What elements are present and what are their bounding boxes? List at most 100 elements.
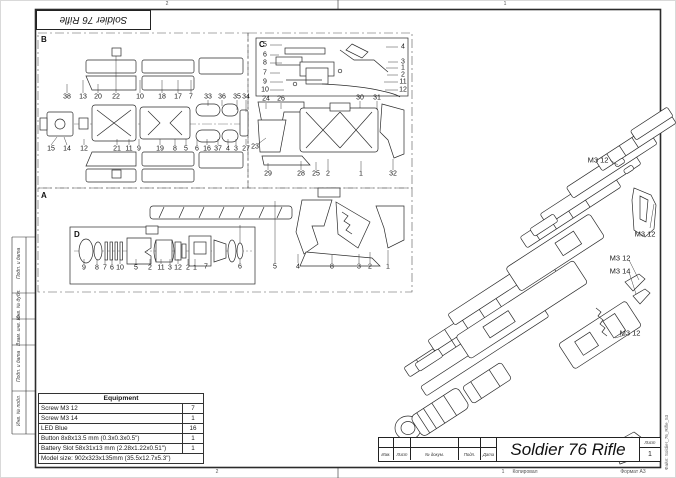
part-number: 2 xyxy=(368,263,372,271)
view-label-c: C xyxy=(259,40,265,49)
zone-mark: 2 xyxy=(215,469,219,475)
part-number: 13 xyxy=(79,93,87,101)
part-number: 3 xyxy=(401,58,405,66)
screw-size-label: M3 12 xyxy=(619,328,641,338)
drawing-title: Soldier 76 Rifle xyxy=(510,439,626,459)
part-number: 1 xyxy=(193,264,197,272)
part-number: 3 xyxy=(357,263,361,271)
view-label-b: B xyxy=(41,35,47,44)
part-number: 1 xyxy=(359,170,363,178)
col-docnum: № докум. xyxy=(411,448,459,460)
part-number: 7 xyxy=(263,69,267,77)
part-number: 28 xyxy=(297,170,305,178)
zone-mark: 2 xyxy=(165,1,169,7)
part-number: 3 xyxy=(234,145,238,153)
model-size-note: Model size: 902x323x135mm (35.5x12.7x5.3… xyxy=(38,453,204,464)
part-number: 9 xyxy=(137,145,141,153)
equipment-table-header: Equipment xyxy=(38,393,204,404)
revision-grid: Изм. Лист № докум. Подп. Дата xyxy=(379,438,497,461)
screw-size-label: M3 12 xyxy=(609,253,631,263)
part-number: 8 xyxy=(330,263,334,271)
view-label-a: A xyxy=(41,191,47,200)
file-name-label: Файл: Soldier_76_Rifle_53 xyxy=(664,414,669,470)
sheet-frame xyxy=(34,8,662,469)
format-note: Формат А3 xyxy=(620,469,646,475)
part-number: 4 xyxy=(296,263,300,271)
part-number: 19 xyxy=(156,145,164,153)
part-number: 26 xyxy=(277,95,285,103)
part-number: 2 xyxy=(326,170,330,178)
title-block: Изм. Лист № докум. Подп. Дата Soldier 76… xyxy=(378,437,661,462)
view-c-detail-box xyxy=(255,37,409,97)
part-number: 5 xyxy=(273,263,277,271)
part-number: 18 xyxy=(158,93,166,101)
col-date: Дата xyxy=(482,451,495,457)
part-number: 6 xyxy=(238,263,242,271)
zone-mark: 1 xyxy=(501,469,505,475)
part-number: 23 xyxy=(251,143,259,151)
table-row: Battery Slot 58x31x13 mm (2.28x1.22x0.51… xyxy=(38,443,204,454)
screw-size-label: M3 14 xyxy=(609,266,631,276)
part-number: 8 xyxy=(173,145,177,153)
part-number: 9 xyxy=(82,264,86,272)
view-label-d: D xyxy=(74,230,80,239)
col-list: Лист xyxy=(394,448,411,460)
part-number: 37 xyxy=(214,145,222,153)
sheet-word: Лист xyxy=(640,438,660,448)
view-c-box xyxy=(247,32,413,189)
part-number: 31 xyxy=(373,94,381,102)
iso-exploded-view xyxy=(394,107,676,465)
part-number: 12 xyxy=(174,264,182,272)
part-number: 10 xyxy=(136,93,144,101)
part-number: 30 xyxy=(356,94,364,102)
part-number: 14 xyxy=(63,145,71,153)
part-number: 2 xyxy=(401,71,405,79)
margin-label-sign-date-2: Подп. и дата xyxy=(16,350,22,382)
part-number: 1 xyxy=(401,64,405,72)
table-row: Model size: 902x323x135mm (35.5x12.7x5.3… xyxy=(38,453,204,464)
part-number: 12 xyxy=(399,86,407,94)
part-number: 3 xyxy=(168,264,172,272)
view-b-box xyxy=(37,32,249,189)
table-row: Button 8x8x13.5 mm (0.3x0.3x0.5")1 xyxy=(38,433,204,444)
part-number: 2 xyxy=(148,264,152,272)
part-number: 25 xyxy=(312,170,320,178)
copied-note: Копировал xyxy=(512,469,538,475)
top-title-stamp: Soldier 76 Rifle xyxy=(36,10,151,30)
part-number: 35 xyxy=(233,93,241,101)
part-number: 4 xyxy=(401,43,405,51)
part-number: 4 xyxy=(226,145,230,153)
screw-size-label: M3 12 xyxy=(634,229,656,239)
part-number: 1 xyxy=(386,263,390,271)
sheet-number-box: Лист 1 xyxy=(639,438,660,461)
part-number: 7 xyxy=(103,264,107,272)
part-number: 7 xyxy=(204,263,208,271)
part-number: 5 xyxy=(134,264,138,272)
part-number: 10 xyxy=(116,264,124,272)
part-number: 7 xyxy=(189,93,193,101)
part-number: 5 xyxy=(184,145,188,153)
part-number: 12 xyxy=(80,145,88,153)
part-number: 8 xyxy=(263,59,267,67)
part-number: 38 xyxy=(63,93,71,101)
col-izm: Изм. xyxy=(379,448,394,460)
view-d-box xyxy=(69,226,256,285)
margin-label-inv-orig: Инв. № подл. xyxy=(16,394,22,426)
part-number: 33 xyxy=(204,93,212,101)
part-number: 22 xyxy=(112,93,120,101)
part-number: 36 xyxy=(218,93,226,101)
view-a-box xyxy=(37,187,413,293)
part-number: 10 xyxy=(261,86,269,94)
zone-mark: 1 xyxy=(503,1,507,7)
part-number: 2 xyxy=(186,264,190,272)
part-number: 6 xyxy=(110,264,114,272)
part-number: 32 xyxy=(389,170,397,178)
part-number: 6 xyxy=(195,145,199,153)
part-number: 5 xyxy=(263,41,267,49)
part-number: 24 xyxy=(262,95,270,103)
part-number: 11 xyxy=(399,78,407,86)
